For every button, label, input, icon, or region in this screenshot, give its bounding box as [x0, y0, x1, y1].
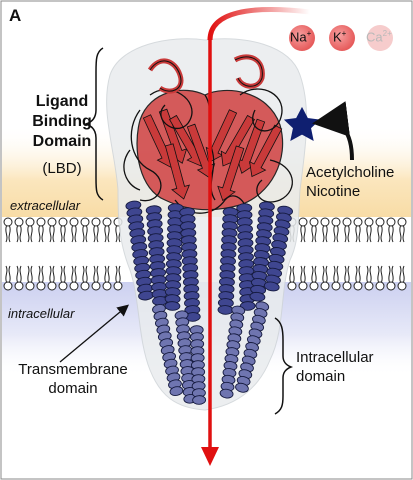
transmembrane-label-line: domain: [48, 380, 98, 397]
ligand-arrow: [312, 101, 354, 161]
transmembrane-label: Transmembrane domain: [18, 360, 128, 398]
ligand-label: Acetylcholine Nicotine: [306, 163, 394, 201]
ion-potassium: K+: [333, 29, 346, 44]
extracellular-label: extracellular: [10, 198, 81, 213]
ion-charge: +: [306, 29, 312, 38]
intracellular-helices: [152, 301, 270, 405]
transmembrane-pointer: [59, 304, 129, 363]
ion-symbol: K: [333, 29, 342, 45]
lbd-bracket: [83, 47, 104, 201]
intracellular-bracket: [274, 317, 294, 415]
ion-calcium: Ca2+: [366, 29, 392, 44]
intracellular-domain-line: domain: [296, 368, 346, 385]
arrow-down-icon: [201, 447, 219, 466]
transmembrane-label-line: Transmembrane: [18, 361, 128, 378]
ion-sodium: Na+: [290, 29, 311, 44]
lbd-title-line: Ligand: [35, 93, 89, 110]
ion-charge: 2+: [382, 29, 392, 38]
lbd-title-line: Binding: [32, 113, 92, 130]
panel-label: A: [9, 6, 22, 25]
lbd-title-line: Domain: [32, 133, 92, 150]
ion-charge: +: [341, 29, 347, 38]
ion-path-arrow: [201, 6, 311, 466]
ligand-label-line: Nicotine: [306, 183, 361, 200]
ion-symbol: Ca: [366, 29, 383, 45]
ligand-label-line: Acetylcholine: [306, 164, 395, 181]
transmembrane-helices: [125, 200, 293, 322]
intracellular-label: intracellular: [8, 306, 75, 321]
ion-symbol: Na: [290, 29, 307, 45]
lbd-abbrev: (LBD): [42, 160, 82, 177]
ion-markers: [289, 25, 393, 51]
intracellular-domain-line: Intracellular: [296, 349, 374, 366]
intracellular-domain-label: Intracellular domain: [296, 348, 374, 386]
lbd-title: Ligand Binding Domain: [14, 92, 110, 152]
